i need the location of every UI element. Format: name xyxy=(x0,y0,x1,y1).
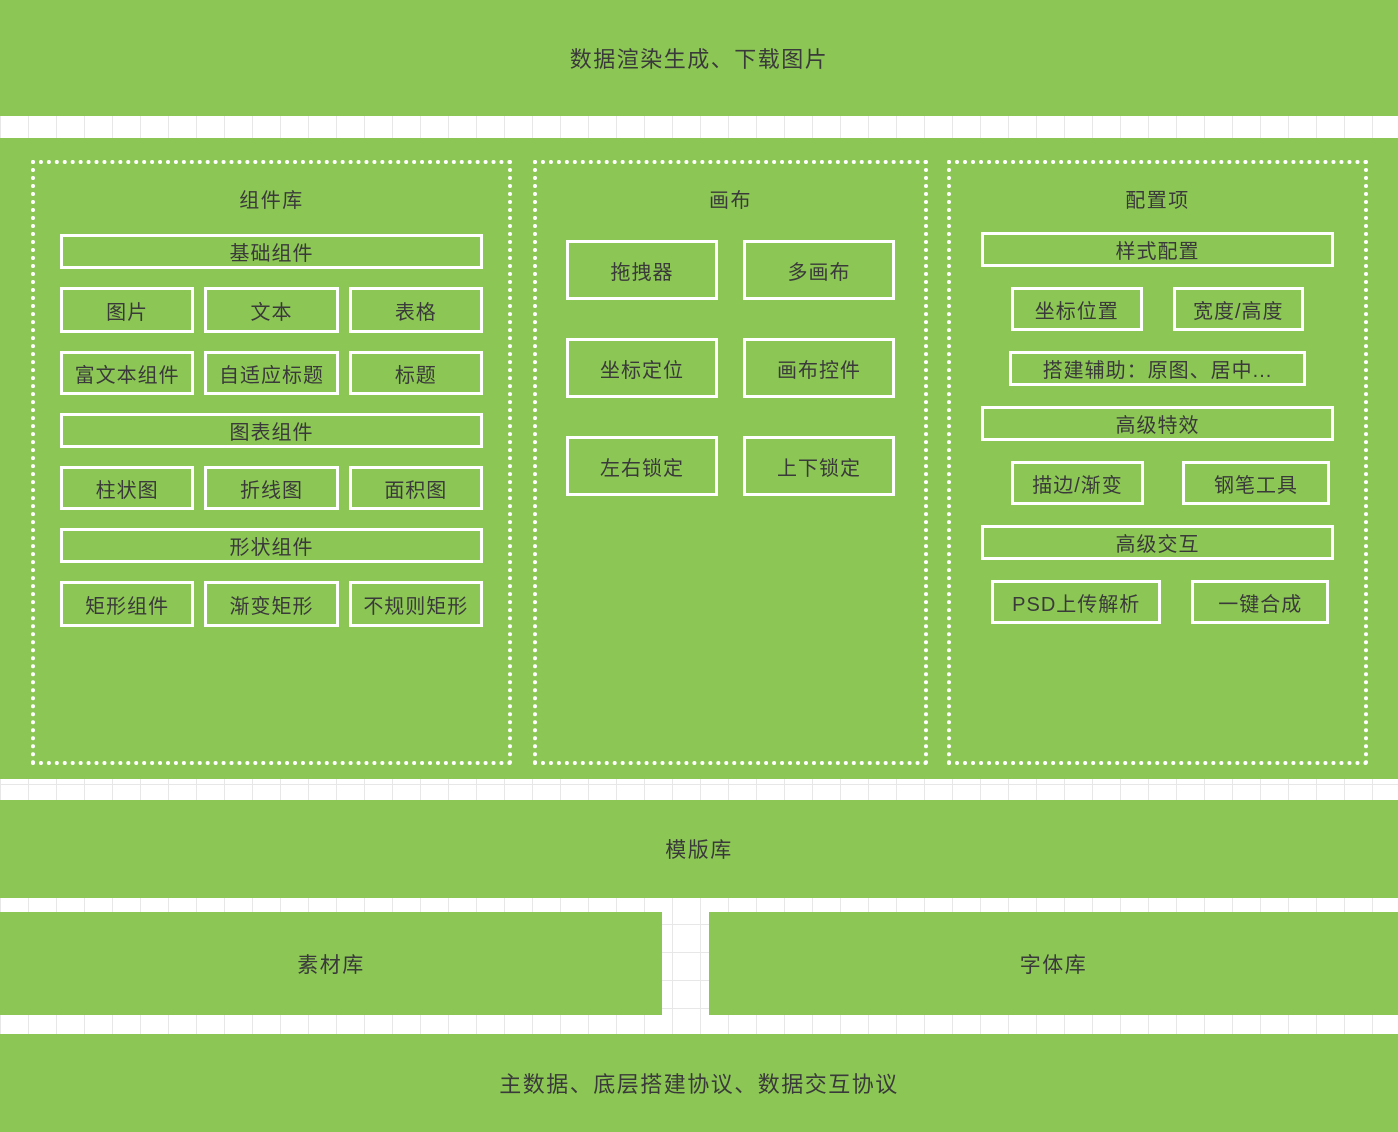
line-chart-box: 折线图 xyxy=(204,466,339,510)
bottom-banner-label: 主数据、底层搭建协议、数据交互协议 xyxy=(499,1072,899,1097)
component-library-rows: 基础组件 图片 文本 表格 富文本组件 自适应标题 标题 图表组件 柱状图 折线… xyxy=(60,234,483,627)
canvas-row-3: 左右锁定 上下锁定 xyxy=(566,436,895,496)
adaptive-title-box: 自适应标题 xyxy=(204,351,339,395)
text-items-row: 富文本组件 自适应标题 标题 xyxy=(60,351,483,395)
advanced-effects-box: 高级特效 xyxy=(981,406,1334,441)
effects-items-row: 描边/渐变 钢笔工具 xyxy=(1011,461,1330,505)
basic-components-box: 基础组件 xyxy=(60,234,483,269)
psd-upload-parse-box: PSD上传解析 xyxy=(991,580,1162,624)
canvas-row-2: 坐标定位 画布控件 xyxy=(566,338,895,398)
stroke-gradient-box: 描边/渐变 xyxy=(1011,461,1144,505)
multi-canvas-box: 多画布 xyxy=(743,240,895,300)
richtext-component-box: 富文本组件 xyxy=(60,351,195,395)
rectangle-component-box: 矩形组件 xyxy=(60,581,195,627)
vertical-lock-box: 上下锁定 xyxy=(743,436,895,496)
component-library-section: 组件库 基础组件 图片 文本 表格 富文本组件 自适应标题 标题 图表组件 柱状… xyxy=(31,160,512,765)
table-box: 表格 xyxy=(348,287,483,333)
config-section: 配置项 样式配置 坐标位置 宽度/高度 搭建辅助：原图、居中... 高级特效 描… xyxy=(947,160,1368,765)
width-height-box: 宽度/高度 xyxy=(1172,287,1304,331)
material-library-label: 素材库 xyxy=(297,953,365,977)
coordinate-position-box: 坐标位置 xyxy=(1011,287,1143,331)
canvas-section: 画布 拖拽器 多画布 坐标定位 画布控件 左右锁定 上下锁定 xyxy=(533,160,928,765)
chart-items-row: 柱状图 折线图 面积图 xyxy=(60,466,483,510)
font-library-bar: 字体库 xyxy=(709,912,1398,1015)
advanced-interaction-box: 高级交互 xyxy=(981,525,1334,560)
horizontal-lock-box: 左右锁定 xyxy=(566,436,718,496)
canvas-title: 画布 xyxy=(709,190,752,212)
dragger-box: 拖拽器 xyxy=(566,240,718,300)
config-rows: 样式配置 坐标位置 宽度/高度 搭建辅助：原图、居中... 高级特效 描边/渐变… xyxy=(981,232,1334,624)
template-library-label: 模版库 xyxy=(665,839,733,862)
gradient-rectangle-box: 渐变矩形 xyxy=(204,581,339,627)
font-library-label: 字体库 xyxy=(1019,953,1088,977)
top-banner-label: 数据渲染生成、下载图片 xyxy=(569,47,829,72)
build-assist-box: 搭建辅助：原图、居中... xyxy=(1009,351,1306,386)
top-banner: 数据渲染生成、下载图片 xyxy=(0,0,1398,116)
main-band: 组件库 基础组件 图片 文本 表格 富文本组件 自适应标题 标题 图表组件 柱状… xyxy=(0,138,1398,779)
canvas-controls-box: 画布控件 xyxy=(743,338,895,398)
style-config-box: 样式配置 xyxy=(981,232,1334,267)
title-box: 标题 xyxy=(348,351,483,395)
coordinate-locate-box: 坐标定位 xyxy=(566,338,718,398)
canvas-row-1: 拖拽器 多画布 xyxy=(566,240,895,300)
area-chart-box: 面积图 xyxy=(348,466,483,510)
bottom-banner: 主数据、底层搭建协议、数据交互协议 xyxy=(0,1034,1398,1132)
image-box: 图片 xyxy=(60,287,195,333)
shape-components-box: 形状组件 xyxy=(60,528,483,563)
component-library-title: 组件库 xyxy=(239,190,304,212)
basic-items-row: 图片 文本 表格 xyxy=(60,287,483,333)
one-click-compose-box: 一键合成 xyxy=(1191,580,1329,624)
material-library-bar: 素材库 xyxy=(0,912,662,1015)
text-box: 文本 xyxy=(204,287,339,333)
pen-tool-box: 钢笔工具 xyxy=(1182,461,1330,505)
config-title: 配置项 xyxy=(1125,190,1190,212)
position-size-row: 坐标位置 宽度/高度 xyxy=(1011,287,1304,331)
template-library-bar: 模版库 xyxy=(0,800,1398,898)
irregular-rectangle-box: 不规则矩形 xyxy=(348,581,483,627)
canvas-rows: 拖拽器 多画布 坐标定位 画布控件 左右锁定 上下锁定 xyxy=(566,240,895,496)
interaction-items-row: PSD上传解析 一键合成 xyxy=(991,580,1329,624)
shape-items-row: 矩形组件 渐变矩形 不规则矩形 xyxy=(60,581,483,627)
chart-components-box: 图表组件 xyxy=(60,413,483,448)
bar-chart-box: 柱状图 xyxy=(60,466,195,510)
